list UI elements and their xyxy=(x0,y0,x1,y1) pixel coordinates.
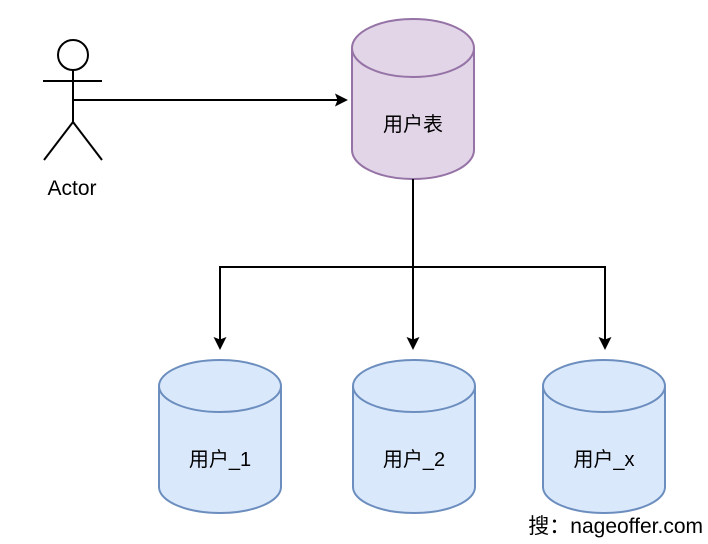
shard-cylinder-3: 用户_x xyxy=(542,359,666,514)
shard-2-top xyxy=(352,359,476,413)
actor-head xyxy=(57,39,89,71)
shard-2-label: 用户_2 xyxy=(383,448,445,471)
shard-1-top xyxy=(158,359,282,413)
actor-left-leg xyxy=(43,121,74,161)
shard-cylinder-2: 用户_2 xyxy=(352,359,476,514)
usertable-cylinder-top xyxy=(351,18,475,78)
watermark-text: 搜：nageoffer.com xyxy=(528,515,703,538)
actor-label: Actor xyxy=(47,177,96,200)
shard-1-body xyxy=(158,386,282,514)
shard-2-body xyxy=(352,386,476,514)
usertable-label: 用户表 xyxy=(383,113,443,136)
shard-cylinder-1: 用户_1 xyxy=(158,359,282,514)
connector-tree xyxy=(213,179,612,350)
shard-1-label: 用户_1 xyxy=(189,448,251,471)
shard-3-body xyxy=(542,386,666,514)
shard-3-top xyxy=(542,359,666,413)
actor-icon xyxy=(43,39,103,161)
shard-3-label: 用户_x xyxy=(573,448,634,471)
usertable-cylinder: 用户表 xyxy=(351,18,475,180)
actor-right-leg xyxy=(72,121,103,161)
